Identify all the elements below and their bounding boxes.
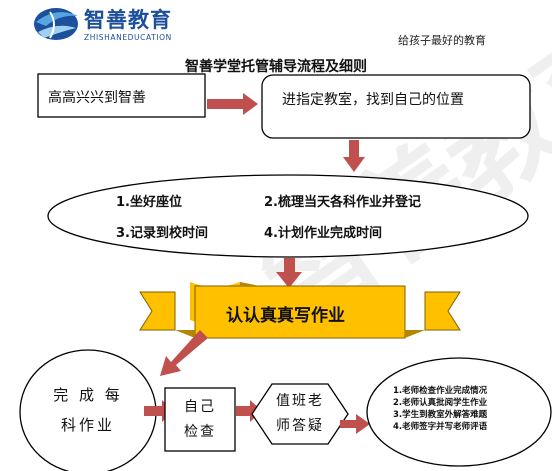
teacher-answer-label: 值班老 师答疑 [252, 389, 348, 439]
prep-item: 3.记录到校时间 [116, 226, 208, 241]
self-check-label: 自己 检查 [165, 395, 235, 445]
diagram-title: 智善学堂托管辅导流程及细则 [185, 59, 367, 75]
seat-box [261, 74, 531, 139]
teacher-answer-line: 师答疑 [276, 418, 324, 434]
prep-oval [47, 174, 529, 258]
seat-label: 进指定教室，找到自己的位置 [282, 92, 464, 108]
write-label: 认认真真写作业 [226, 306, 345, 326]
arrow-right [340, 414, 370, 434]
prep-item: 1.坐好座位 [116, 195, 182, 210]
teacher-items-oval [366, 357, 552, 467]
arrow-right [207, 93, 258, 115]
brand-slogan: 给孩子最好的教育 [398, 34, 486, 47]
arrow-diagonal [160, 330, 208, 376]
brand-name-en: ZHISHANEDUCATION [84, 33, 172, 42]
teacher-hexagon [251, 383, 349, 445]
self-check-box [164, 387, 236, 452]
finish-label: 完 成 每 科作业 [28, 380, 148, 440]
write-banner [139, 282, 461, 339]
teacher-answer-line: 值班老 [276, 393, 324, 409]
teacher-item: 1.老师检查作业完成情况 [393, 386, 488, 396]
arrive-box [37, 73, 206, 118]
arrive-label: 高高兴兴到智善 [48, 90, 146, 106]
teacher-item: 3.学生到教室外解答难题 [393, 410, 488, 420]
self-check-line: 自己 [184, 399, 216, 415]
teacher-item: 2.老师认真批阅学生作业 [393, 398, 488, 408]
teacher-items-list: 1.老师检查作业完成情况 2.老师认真批阅学生作业 3.学生到教室外解答难题 4… [393, 385, 487, 433]
finish-line: 科作业 [60, 416, 115, 434]
swirl-globe-icon [34, 8, 78, 40]
finish-line: 完 成 每 [53, 386, 123, 404]
prep-item: 4.计划作业完成时间 [264, 226, 382, 241]
teacher-item: 4.老师签字并写老师评语 [393, 422, 488, 432]
arrow-down [276, 258, 302, 288]
prep-item: 2.梳理当天各科作业并登记 [264, 195, 421, 210]
arrow-down [343, 140, 365, 172]
brand-name: 智善教育 [84, 8, 172, 32]
self-check-line: 检查 [184, 424, 216, 440]
